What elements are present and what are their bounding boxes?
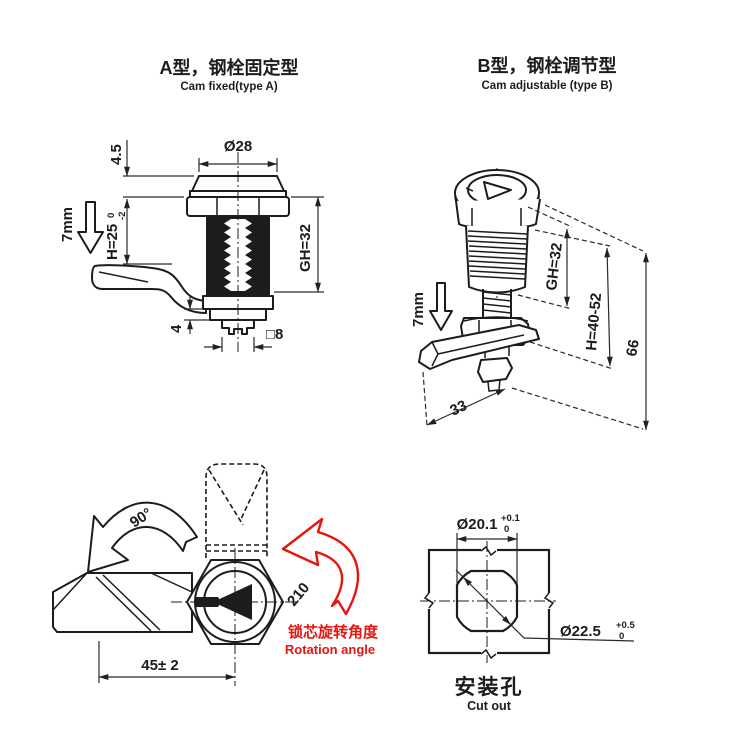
type-b-body-threads bbox=[467, 230, 528, 280]
rotation-section: 90° 210 锁芯旋转角度 Rotation angle 45± 2 bbox=[52, 463, 379, 686]
cutout-flats-label-group: Ø20.1 +0.1 0 bbox=[457, 513, 521, 535]
type-b-cam-len-label: 33 bbox=[447, 397, 469, 420]
type-b-travel-arrow-icon bbox=[429, 282, 453, 331]
cutout-flats-tol-upper: +0.1 bbox=[501, 513, 520, 524]
type-a-title-en: Cam fixed(type A) bbox=[180, 81, 278, 93]
type-b-stem bbox=[482, 289, 512, 318]
type-b-bottom-stud bbox=[477, 357, 513, 383]
cutout-flats-tol-lower: 0 bbox=[504, 524, 509, 535]
type-a-dia-label: Ø28 bbox=[224, 138, 252, 155]
cutout-title-en: Cut out bbox=[467, 699, 512, 713]
rotation-cam-phantom-detail bbox=[206, 469, 267, 552]
type-a-h-label: H=25 bbox=[104, 224, 121, 260]
type-b-hex-collar bbox=[455, 198, 541, 230]
type-b-drawing bbox=[418, 168, 541, 392]
type-a-h-tol-upper: 0 bbox=[106, 213, 117, 218]
rotation-90-arrow-icon bbox=[87, 501, 198, 573]
type-a-head-h-label: 4.5 bbox=[108, 144, 125, 165]
type-a-grip-label: GH=32 bbox=[297, 224, 314, 272]
type-a-drawing bbox=[91, 152, 290, 352]
type-a-travel-label: 7mm bbox=[59, 207, 76, 242]
type-a-h-tol-lower: -2 bbox=[117, 212, 128, 220]
cutout-diagonal bbox=[455, 569, 635, 642]
rotation-label-zh: 锁芯旋转角度 bbox=[288, 623, 379, 641]
type-a-travel-arrow-icon bbox=[77, 201, 104, 254]
rotation-key-stem bbox=[195, 597, 219, 607]
rotation-cam-phantom bbox=[205, 463, 268, 558]
type-a-square-label: □8 bbox=[266, 326, 283, 343]
type-a-seat-label: 4 bbox=[168, 324, 185, 333]
rotation-width-label: 45± 2 bbox=[141, 657, 178, 674]
rotation-210-label: 210 bbox=[284, 579, 313, 609]
type-b-section: B型，钢栓调节型 Cam adjustable (type B) bbox=[410, 55, 649, 431]
type-b-dimensions: GH=32 H=40-52 66 33 7mm bbox=[410, 204, 649, 431]
cutout-title-zh: 安装孔 bbox=[455, 675, 524, 699]
type-b-cam-len-ext bbox=[422, 371, 428, 427]
type-b-cam-lever bbox=[418, 324, 540, 370]
type-b-grip-leaders bbox=[517, 206, 573, 310]
cutout-corners-tol-lower: 0 bbox=[619, 631, 624, 642]
type-a-h-label-group: H=25 0 -2 bbox=[104, 212, 128, 260]
type-b-nut-top-face bbox=[463, 316, 529, 322]
cutout-diagonal-arrow-nw bbox=[463, 577, 472, 586]
type-a-hex-facets bbox=[216, 197, 260, 216]
type-b-head-notch bbox=[465, 187, 474, 192]
type-b-overall-label: 66 bbox=[623, 338, 643, 357]
cutout-corners-label: Ø22.5 bbox=[560, 623, 601, 640]
type-a-dimensions: Ø28 4.5 H=25 0 -2 GH=32 4 bbox=[59, 138, 324, 352]
type-b-collar-facets bbox=[471, 208, 522, 227]
type-b-key-slot bbox=[483, 181, 512, 200]
type-a-section: A型，钢栓固定型 Cam fixed(type A) bbox=[59, 57, 324, 352]
cutout-corners-label-group: Ø22.5 +0.5 0 bbox=[560, 620, 635, 642]
type-b-grip-label: GH=32 bbox=[543, 242, 566, 292]
type-b-h-label: H=40-52 bbox=[583, 292, 605, 351]
type-b-h-leaders bbox=[529, 229, 614, 370]
type-b-stem-threads bbox=[482, 291, 512, 314]
type-a-title-zh: A型，钢栓固定型 bbox=[160, 57, 299, 78]
type-b-cam-edges bbox=[431, 334, 525, 367]
rotation-210-arrow-icon bbox=[281, 517, 360, 616]
type-b-title-en: Cam adjustable (type B) bbox=[482, 80, 613, 92]
type-a-head-h-ext bbox=[123, 175, 194, 198]
rotation-label-en: Rotation angle bbox=[285, 642, 375, 657]
cutout-corners-tol-upper: +0.5 bbox=[616, 620, 635, 631]
type-b-cam-len-dim bbox=[426, 388, 506, 426]
cutout-hole bbox=[455, 569, 519, 633]
cutout-section: Ø22.5 +0.5 0 Ø20.1 +0.1 0 安装孔 Cut out bbox=[420, 513, 635, 713]
type-b-travel-label: 7mm bbox=[410, 292, 427, 327]
type-a-cam-lever bbox=[91, 264, 207, 314]
cutout-diagonal-arrow-se bbox=[502, 616, 511, 625]
rotation-cam-folds bbox=[52, 572, 193, 632]
type-a-cam-fold-line bbox=[98, 271, 149, 283]
type-b-overall-leaders bbox=[511, 204, 644, 430]
cutout-flats-label: Ø20.1 bbox=[457, 516, 498, 533]
type-b-h-dim bbox=[604, 247, 613, 367]
type-b-title-zh: B型，钢栓调节型 bbox=[478, 55, 617, 76]
cutout-centerlines bbox=[420, 541, 556, 663]
rotation-centerlines bbox=[171, 548, 299, 686]
cutout-flats-ext bbox=[456, 533, 518, 585]
